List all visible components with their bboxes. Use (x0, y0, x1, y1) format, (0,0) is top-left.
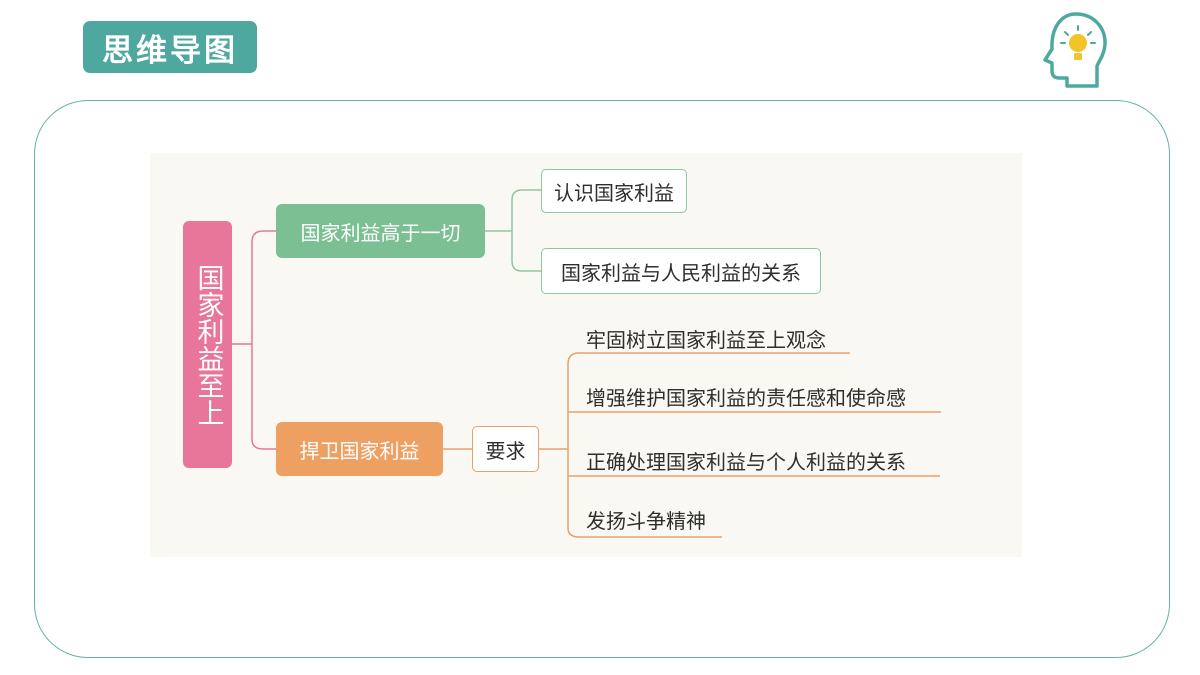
branch-node-1: 国家利益高于一切 (276, 204, 485, 258)
requirements-node: 要求 (472, 426, 539, 472)
leaf-1-label: 认识国家利益 (554, 180, 674, 205)
branch-1-label: 国家利益高于一切 (300, 220, 461, 245)
requirement-item-4: 发扬斗争精神 (586, 509, 706, 533)
branch-2-label: 捍卫国家利益 (299, 438, 420, 463)
connector-branch1 (485, 189, 541, 272)
mind-map-title-badge: 思维导图 (83, 21, 257, 73)
connector-root (232, 230, 276, 450)
leaf-node-1: 认识国家利益 (541, 169, 687, 213)
leaf-node-2: 国家利益与人民利益的关系 (541, 248, 821, 294)
requirement-item-3: 正确处理国家利益与个人利益的关系 (586, 450, 906, 474)
requirement-item-1: 牢固树立国家利益至上观念 (586, 328, 826, 352)
leaf-2-label: 国家利益与人民利益的关系 (561, 260, 801, 285)
requirements-label: 要求 (485, 438, 526, 463)
requirement-item-2: 增强维护国家利益的责任感和使命感 (586, 386, 906, 410)
mind-map-title: 思维导图 (102, 32, 238, 69)
branch-node-2: 捍卫国家利益 (276, 422, 443, 476)
head-lightbulb-icon (1043, 12, 1107, 88)
root-node: 国家利益至上 (183, 221, 232, 468)
root-label: 国家利益至上 (192, 263, 224, 426)
connector-requirements (539, 352, 941, 538)
